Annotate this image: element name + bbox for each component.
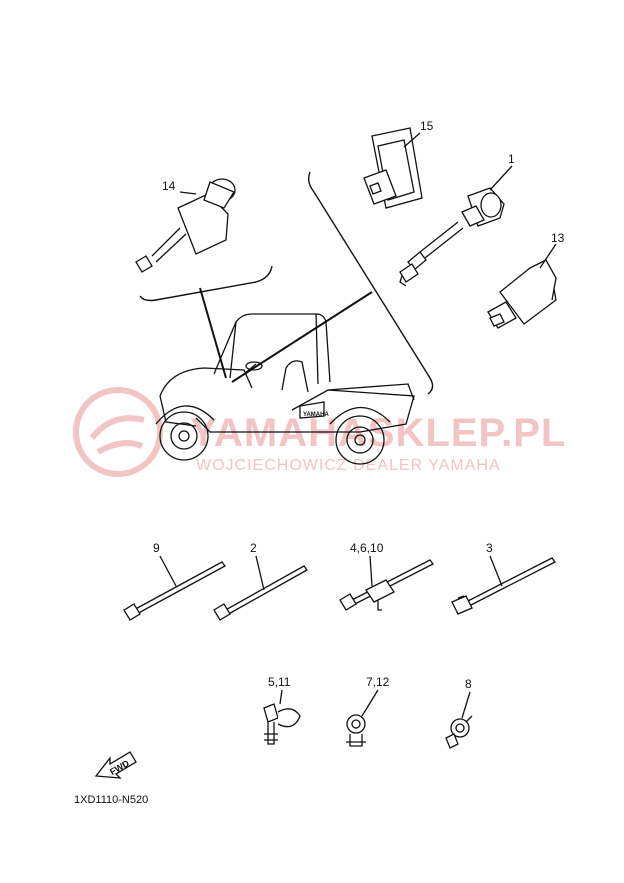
part-13-switch (487, 243, 557, 329)
part-8-clip (445, 691, 473, 749)
callout-7-12: 7,12 (366, 675, 390, 689)
watermark-logo (73, 387, 163, 477)
part-7-12-clip (346, 689, 379, 747)
part-4-6-10-band-clip (339, 555, 434, 611)
detail-bracket-right (231, 171, 434, 395)
watermark-subtext: WOJCIECHOWICZ DEALER YAMAHA (196, 457, 501, 474)
callout-1: 1 (508, 152, 515, 166)
detail-bracket-left (139, 265, 273, 379)
part-15-connector (363, 127, 423, 209)
vehicle-badge: YAMAHA (303, 412, 329, 418)
part-9-cable-tie (123, 555, 226, 621)
callout-15: 15 (420, 119, 434, 133)
fwd-arrow-icon (94, 751, 137, 779)
part-2-cable-tie (213, 555, 308, 621)
callout-8: 8 (465, 677, 472, 691)
callout-14: 14 (162, 179, 176, 193)
part-1-sensor (399, 165, 513, 287)
callout-13: 13 (551, 231, 565, 245)
watermark-text: YAMAHASKLEP.PL (190, 411, 566, 455)
part-14-switch-knob (135, 178, 236, 273)
callout-4-6-10: 4,6,10 (350, 541, 384, 555)
drawing-code: 1XD1110-N520 (74, 794, 148, 806)
part-5-11-clamp (263, 689, 301, 745)
callout-2: 2 (250, 541, 257, 555)
callout-3: 3 (486, 541, 493, 555)
part-3-cable-tie-mount (451, 555, 556, 615)
callout-9: 9 (153, 541, 160, 555)
watermark: YAMAHASKLEP.PL WOJCIECHOWICZ DEALER YAMA… (73, 387, 566, 477)
vehicle-illustration (155, 313, 415, 465)
callout-5-11: 5,11 (268, 675, 291, 689)
